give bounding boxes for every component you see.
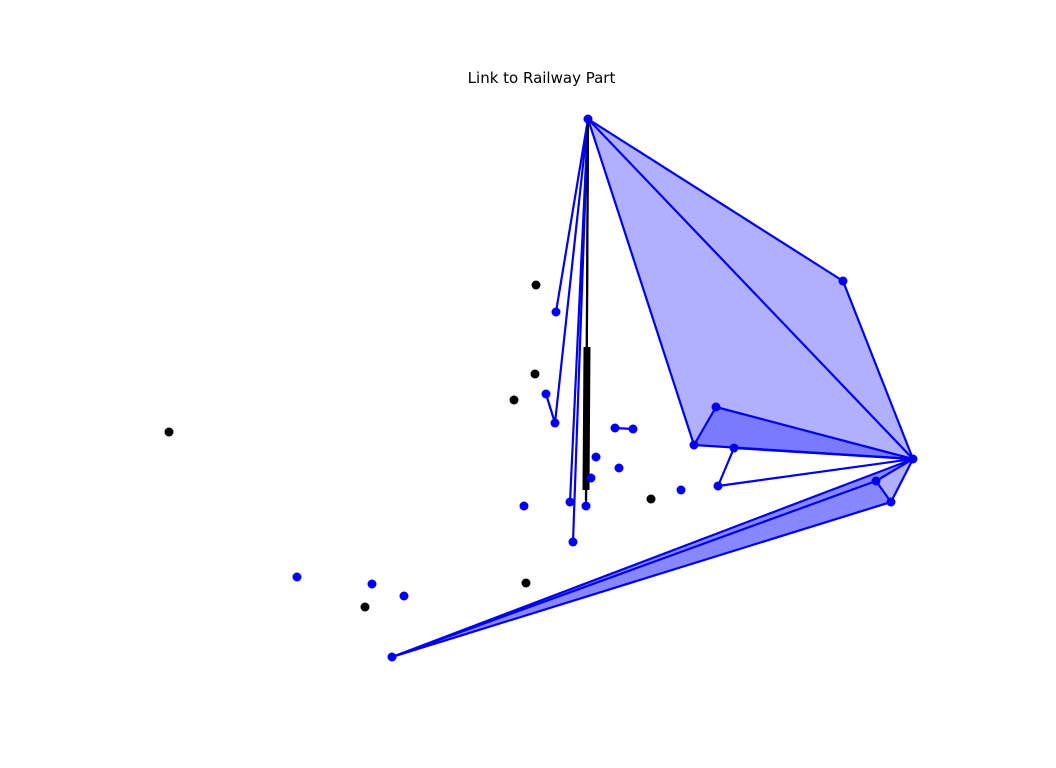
blue-node-J bbox=[387, 652, 397, 662]
blue-node-S bbox=[591, 452, 601, 462]
black-point-1 bbox=[530, 369, 540, 379]
link-line-C-I bbox=[889, 457, 915, 504]
blue-node-Z bbox=[399, 591, 409, 601]
blue-node-H bbox=[871, 476, 881, 486]
link-line-F-G bbox=[716, 446, 736, 488]
railway-line-thick bbox=[582, 346, 591, 491]
link-line-A-M bbox=[553, 117, 590, 425]
black-point-3 bbox=[164, 427, 174, 437]
blue-node-N bbox=[565, 497, 575, 507]
blue-node-X bbox=[292, 572, 302, 582]
black-point-4 bbox=[646, 494, 656, 504]
blue-node-B bbox=[838, 276, 848, 286]
blue-node-Q bbox=[610, 423, 620, 433]
link-line-A-K bbox=[554, 117, 590, 314]
blue-node-K bbox=[551, 307, 561, 317]
blue-node-C bbox=[908, 454, 918, 464]
blue-node-E bbox=[711, 402, 721, 412]
railway-part bbox=[582, 118, 591, 501]
fill-polygon-2 bbox=[694, 407, 913, 459]
link-line-A-O bbox=[571, 117, 590, 544]
link-line-J-H bbox=[390, 479, 878, 659]
blue-node-V bbox=[676, 485, 686, 495]
black-point-5 bbox=[521, 578, 531, 588]
blue-node-U bbox=[586, 473, 596, 483]
blue-node-W bbox=[519, 501, 529, 511]
link-line-G-C bbox=[716, 457, 915, 488]
black-points bbox=[164, 280, 656, 612]
link-line-J-I bbox=[390, 500, 893, 659]
blue-node-O bbox=[568, 537, 578, 547]
link-line-B-C bbox=[841, 279, 915, 461]
blue-node-M bbox=[550, 418, 560, 428]
blue-node-R bbox=[628, 424, 638, 434]
blue-node-F bbox=[729, 443, 739, 453]
blue-node-G bbox=[713, 481, 723, 491]
blue-node-Y bbox=[367, 579, 377, 589]
blue-node-I bbox=[886, 497, 896, 507]
link-line-F-C bbox=[732, 446, 915, 461]
link-line-A-D bbox=[586, 117, 696, 447]
link-line-E-C bbox=[714, 405, 915, 461]
blue-node-L bbox=[541, 389, 551, 399]
blue-node-P bbox=[581, 501, 591, 511]
link-line-D-E bbox=[692, 405, 718, 447]
black-point-0 bbox=[531, 280, 541, 290]
blue-node-T bbox=[614, 463, 624, 473]
link-line-A-C bbox=[586, 117, 915, 461]
black-point-2 bbox=[509, 395, 519, 405]
blue-node-D bbox=[689, 440, 699, 450]
blue-node-A bbox=[583, 114, 593, 124]
fill-polygon-4 bbox=[876, 459, 913, 502]
link-line-J-C bbox=[390, 457, 915, 659]
link-line-C-H bbox=[874, 457, 915, 483]
link-line-A-B bbox=[586, 117, 845, 283]
black-point-6 bbox=[360, 602, 370, 612]
chart-title: Link to Railway Part bbox=[467, 69, 616, 87]
blue-nodes bbox=[292, 114, 918, 662]
link-line-L-M bbox=[544, 392, 557, 425]
